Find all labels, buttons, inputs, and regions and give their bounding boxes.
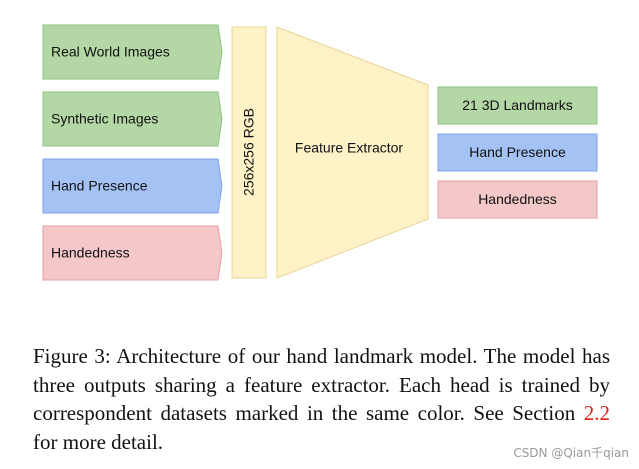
output-head-box (437, 133, 598, 172)
feature-extractor-label: Feature Extractor (295, 140, 403, 156)
caption-text: Figure 3: Architecture of our hand landm… (33, 344, 610, 425)
output-head-1: Hand Presence (437, 133, 598, 172)
output-head-box (437, 180, 598, 219)
input-arrow-shape (42, 225, 223, 281)
figure-caption: Figure 3: Architecture of our hand landm… (33, 342, 610, 456)
input-arrow-label: Real World Images (51, 44, 170, 60)
output-head-label: 21 3D Landmarks (462, 97, 573, 113)
output-head-box (437, 86, 598, 125)
input-arrow-0: Real World Images (42, 24, 223, 80)
watermark: CSDN @Qian千qian (513, 446, 629, 460)
output-head-label: Hand Presence (469, 144, 566, 160)
rgb-input-box (231, 26, 267, 279)
input-arrow-label: Hand Presence (51, 178, 148, 194)
input-arrow-shape (42, 158, 223, 214)
input-arrow-3: Handedness (42, 225, 223, 281)
output-head-2: Handedness (437, 180, 598, 219)
output-head-label: Handedness (478, 191, 557, 207)
caption-text-end: for more detail. (33, 429, 164, 454)
input-arrow-1: Synthetic Images (42, 91, 223, 147)
feature-extractor-trapezoid (276, 26, 429, 279)
section-reference-link[interactable]: 2.2 (583, 401, 610, 425)
input-arrow-label: Synthetic Images (51, 111, 158, 127)
input-arrow-shape (42, 91, 223, 147)
output-head-0: 21 3D Landmarks (437, 86, 598, 125)
rgb-input-label: 256x256 RGB (241, 108, 257, 196)
input-arrow-label: Handedness (51, 245, 130, 261)
input-arrow-2: Hand Presence (42, 158, 223, 214)
input-arrow-shape (42, 24, 223, 80)
